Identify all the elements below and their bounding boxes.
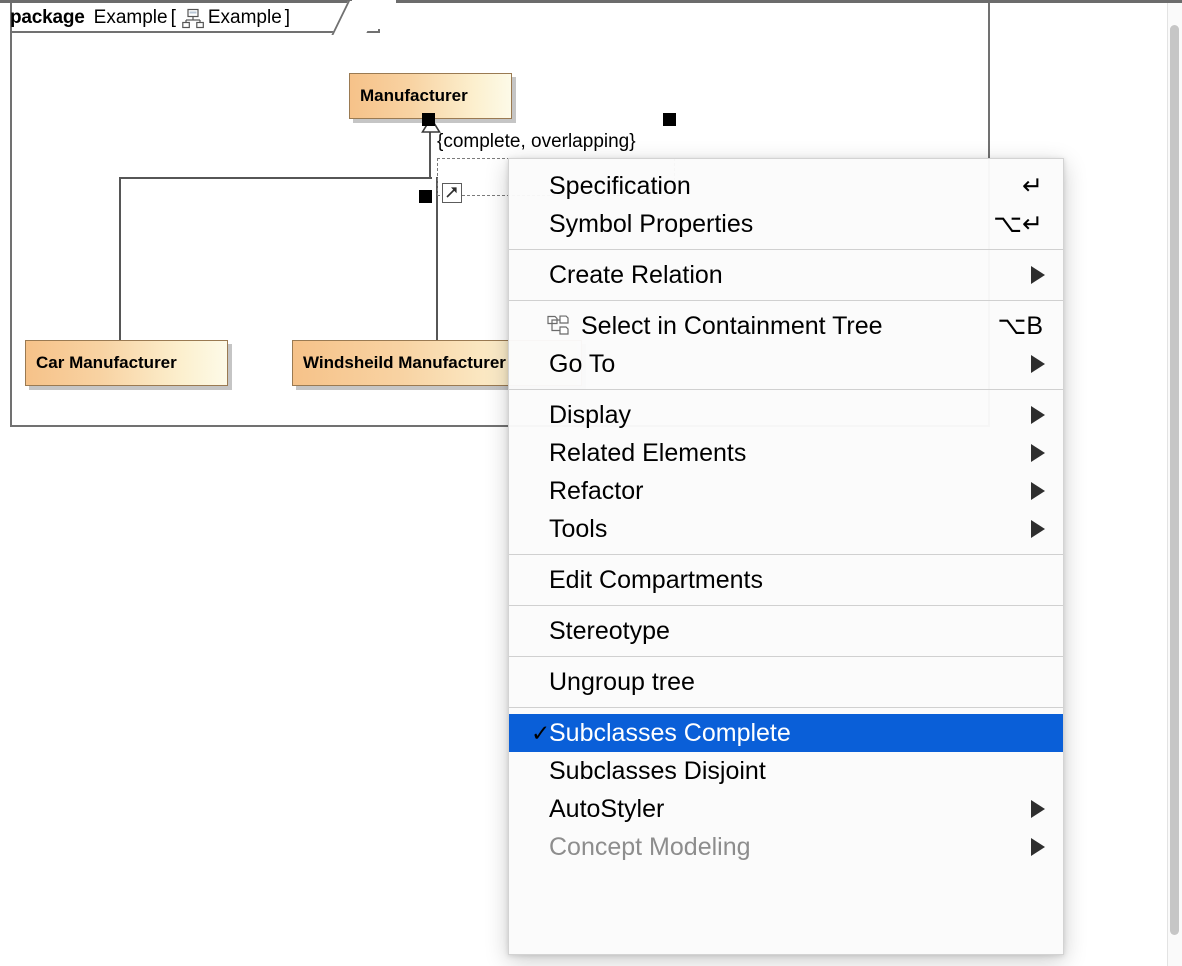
menu-item-specification[interactable]: Specification ↵ [509,167,1063,205]
submenu-arrow-icon [1031,800,1045,818]
menu-separator [509,389,1063,390]
generalization-line-to-car [119,177,121,341]
class-label: Windsheild Manufacturer [303,353,506,372]
menu-item-label: Concept Modeling [549,832,751,861]
menu-item-ungroup-tree[interactable]: Ungroup tree [509,663,1063,701]
submenu-arrow-icon [1031,444,1045,462]
menu-item-concept-modeling: Concept Modeling [509,828,1063,866]
menu-item-label: Symbol Properties [549,209,754,238]
package-diagram-name: Example [207,7,282,28]
submenu-arrow-icon [1031,266,1045,284]
menu-item-edit-compartments[interactable]: Edit Compartments [509,561,1063,599]
menu-item-display[interactable]: Display [509,396,1063,434]
generalization-line-trunk [429,119,431,179]
package-diagram-icon [182,8,204,30]
menu-item-go-to[interactable]: Go To [509,345,1063,383]
package-frame-header [10,3,380,33]
menu-separator [509,656,1063,657]
menu-item-symbol-properties[interactable]: Symbol Properties ⌥↵ [509,205,1063,243]
menu-item-shortcut: ⌥B [997,311,1043,340]
menu-item-label: Specification [549,171,691,200]
menu-item-stereotype[interactable]: Stereotype [509,612,1063,650]
generalization-line-spine [119,177,432,179]
selection-handle-top[interactable] [422,113,435,126]
package-keyword: package [10,7,85,28]
menu-item-label: Subclasses Disjoint [549,756,766,785]
menu-separator [509,554,1063,555]
containment-tree-icon [547,315,571,337]
package-frame-header-content: package Example [ Example ] [10,3,290,33]
menu-item-label: Create Relation [549,260,723,289]
menu-item-refactor[interactable]: Refactor [509,472,1063,510]
vertical-scrollbar-thumb[interactable] [1170,25,1179,935]
menu-item-label: Ungroup tree [549,667,695,696]
window-top-border [0,0,1182,3]
submenu-arrow-icon [1031,520,1045,538]
submenu-arrow-icon [1031,482,1045,500]
menu-item-label: Go To [549,349,616,378]
check-icon: ✓ [531,719,551,746]
selection-handle-right[interactable] [663,113,676,126]
menu-item-autostyler[interactable]: AutoStyler [509,790,1063,828]
class-label: Manufacturer [360,86,468,105]
menu-item-tools[interactable]: Tools [509,510,1063,548]
context-menu[interactable]: Specification ↵ Symbol Properties ⌥↵ Create … [508,158,1064,955]
menu-item-label: Stereotype [549,616,670,645]
class-box-car-manufacturer[interactable]: Car Manufacturer [25,340,228,386]
menu-item-shortcut: ↵ [1022,171,1043,200]
menu-separator [509,249,1063,250]
menu-item-label: Subclasses Complete [549,718,791,747]
generalization-set-constraint: {complete, overlapping} [437,131,636,152]
submenu-arrow-icon [1031,406,1045,424]
menu-separator [509,707,1063,708]
menu-separator [509,605,1063,606]
menu-item-label: Select in Containment Tree [581,311,883,340]
menu-item-related-elements[interactable]: Related Elements [509,434,1063,472]
menu-separator [509,300,1063,301]
menu-item-label: AutoStyler [549,794,665,823]
generalization-line-to-windsheild [436,177,438,341]
menu-item-label: Tools [549,514,608,543]
menu-item-create-relation[interactable]: Create Relation [509,256,1063,294]
submenu-arrow-icon [1031,355,1045,373]
menu-item-subclasses-disjoint[interactable]: Subclasses Disjoint [509,752,1063,790]
package-name: Example [93,7,168,28]
menu-item-shortcut: ⌥↵ [993,209,1043,238]
selection-handle-left[interactable] [419,190,432,203]
package-frame-header-mask [352,0,396,29]
menu-item-subclasses-complete[interactable]: ✓Subclasses Complete [509,714,1063,752]
class-label: Car Manufacturer [36,353,177,372]
vertical-scrollbar-track[interactable] [1167,3,1182,966]
menu-item-label: Edit Compartments [549,565,763,594]
menu-item-select-in-containment-tree[interactable]: Select in Containment Tree ⌥B [509,307,1063,345]
package-bracket-open: [ [170,7,176,28]
menu-item-label: Related Elements [549,438,747,467]
package-bracket-close: ] [284,7,291,28]
open-element-icon[interactable] [442,183,462,203]
menu-item-label: Refactor [549,476,644,505]
submenu-arrow-icon [1031,838,1045,856]
menu-item-label: Display [549,400,631,429]
